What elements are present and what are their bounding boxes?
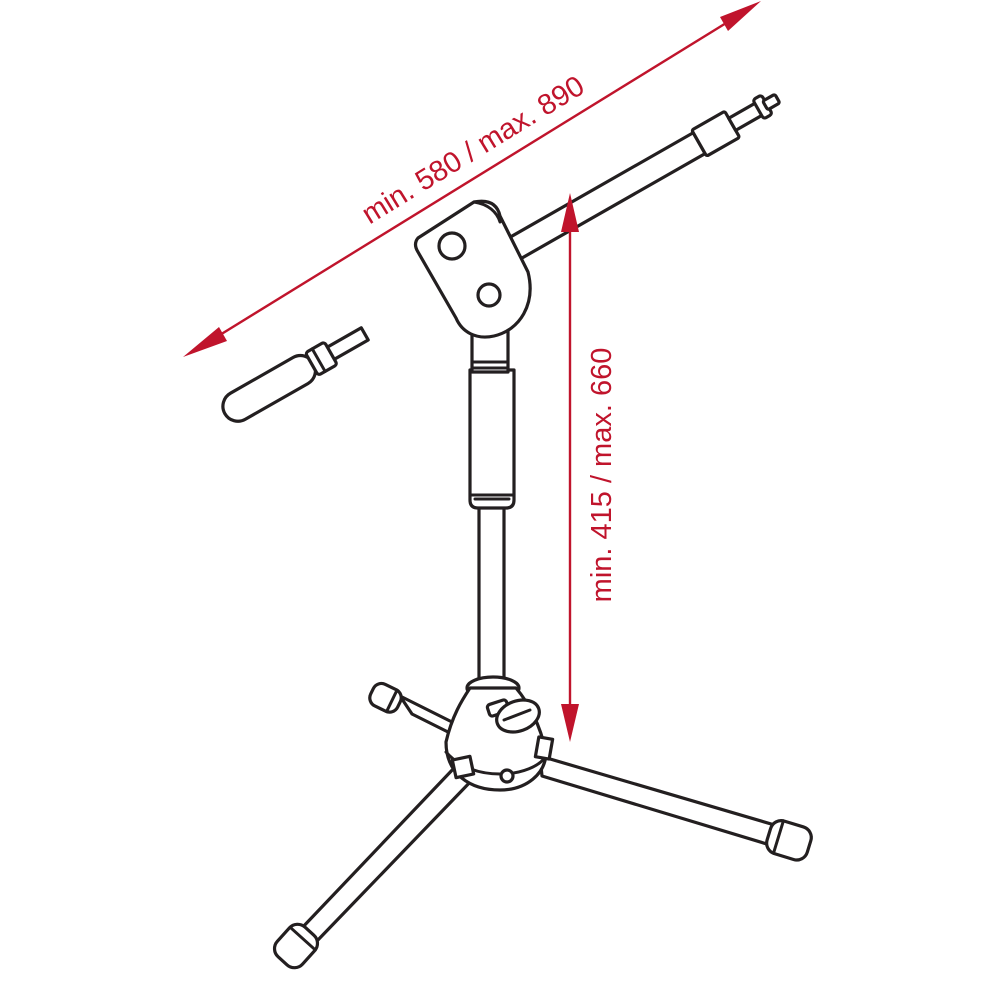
tripod-leg-front bbox=[272, 764, 476, 970]
stand-base bbox=[444, 675, 555, 792]
dimension-arrowhead bbox=[561, 193, 579, 232]
thumb-screw bbox=[485, 698, 541, 734]
height-label: min. 415 / max. 660 bbox=[586, 348, 618, 603]
tripod-legs bbox=[272, 681, 813, 970]
dimension-arrowhead bbox=[720, 1, 761, 31]
height-dimension: min. 415 / max. 660 bbox=[561, 193, 618, 742]
dimension-arrowhead bbox=[561, 704, 579, 742]
stand-shaft bbox=[468, 320, 516, 702]
tripod-leg-right bbox=[538, 754, 813, 862]
boom-joint bbox=[413, 199, 532, 339]
dimension-arrowhead bbox=[183, 327, 227, 357]
